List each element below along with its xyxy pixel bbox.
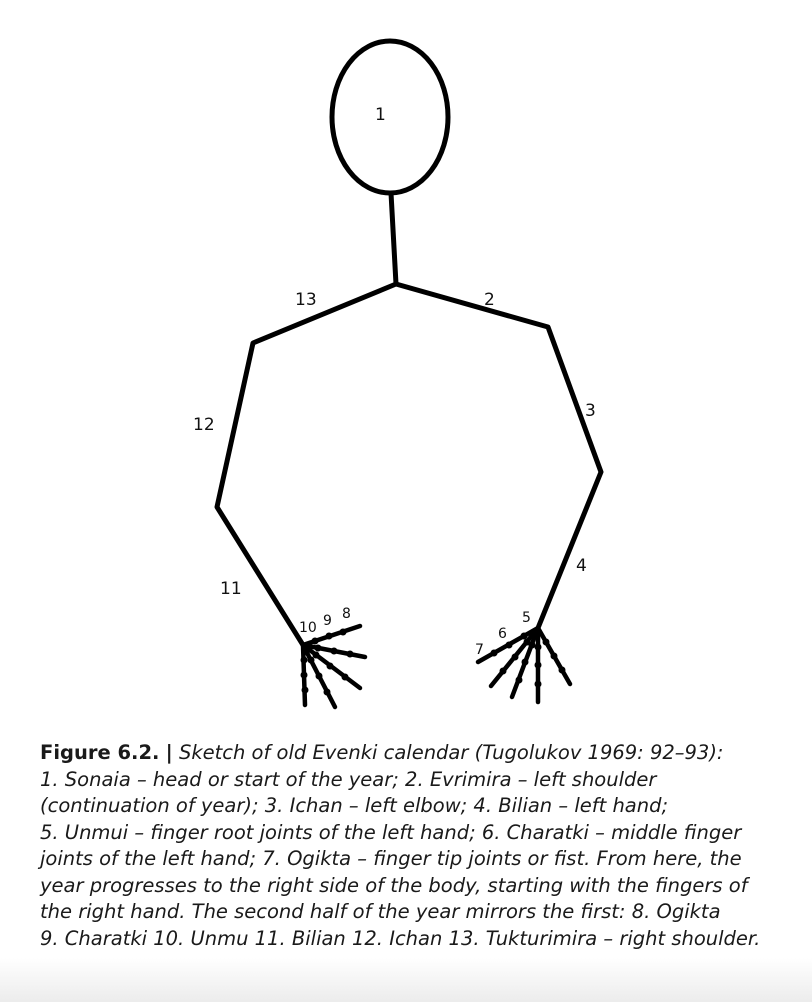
label-left-elbow: 3	[585, 401, 596, 421]
caption-separator: |	[165, 741, 173, 764]
left-arm-line	[393, 281, 604, 631]
caption-line: year progresses to the right side of the…	[40, 873, 748, 897]
figure-caption: Figure 6.2. | Sketch of old Evenki calen…	[40, 740, 780, 952]
caption-line: Figure 6.2. | Sketch of old Evenki calen…	[40, 740, 780, 767]
label-right-hand: 11	[220, 579, 242, 599]
evenki-calendar-sketch: 1 2 3 4 5 6 7 8 9 10 11 12 13	[193, 38, 604, 710]
label-left-hand: 4	[576, 556, 587, 576]
label-left-tip: 7	[475, 642, 484, 658]
label-left-middle: 6	[498, 626, 507, 642]
right-arm-line	[214, 281, 399, 648]
label-right-middle: 9	[323, 613, 332, 629]
caption-line: joints of the left hand; 7. Ogikta – fin…	[40, 847, 742, 870]
caption-title: Sketch of old Evenki calendar (Tugolukov…	[178, 741, 724, 764]
caption-line: the right hand. The second half of the y…	[40, 900, 721, 923]
caption-line: 5. Unmui – finger root joints of the lef…	[40, 820, 742, 844]
label-right-root: 10	[299, 620, 317, 636]
label-right-shoulder: 13	[295, 290, 317, 310]
head-oval	[329, 38, 451, 196]
caption-line: 1. Sonaia – head or start of the year; 2…	[40, 767, 657, 791]
sketch-number-labels: 1 2 3 4 5 6 7 8 9 10 11 12 13	[193, 105, 596, 658]
label-left-root: 5	[522, 610, 531, 626]
neck-line	[388, 190, 399, 287]
caption-figure-label: Figure 6.2.	[40, 741, 160, 764]
caption-line: 9. Charatki 10. Unmu 11. Bilian 12. Icha…	[40, 926, 761, 950]
label-head: 1	[375, 105, 386, 125]
finger-joint-dots	[300, 628, 566, 696]
label-right-tip: 8	[342, 606, 351, 622]
caption-line: (continuation of year); 3. Ichan – left …	[40, 794, 669, 817]
label-left-shoulder: 2	[484, 290, 495, 310]
label-right-elbow: 12	[193, 415, 215, 435]
right-hand-fingers	[300, 623, 368, 710]
page-bottom-shade	[0, 958, 812, 1002]
